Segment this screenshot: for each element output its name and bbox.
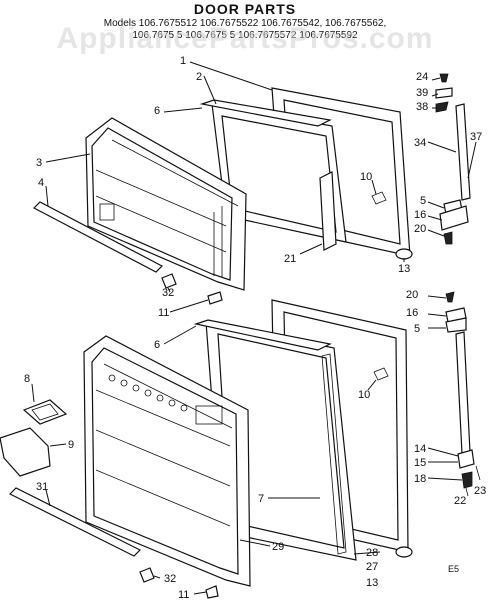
models-line-2: 106.7675 5 106.7675 5 106.7675572 106.76…: [132, 30, 358, 41]
part-6-top-liner-edge: [199, 99, 332, 127]
callout-9: 9: [68, 439, 74, 451]
part-2-breaker-strip: [211, 103, 347, 243]
part-4-shelf-bar: [32, 201, 164, 273]
callout-4: 4: [38, 177, 44, 189]
callout-7: 7: [258, 493, 264, 505]
part-11-upper-screw: [207, 291, 223, 305]
part-8-butter-dish: [22, 399, 68, 425]
callout-21: 21: [284, 253, 296, 265]
lower-hinge-assembly: [445, 291, 481, 497]
part-13-upper-foot: [395, 248, 413, 260]
callout-18: 18: [414, 473, 426, 485]
callout-11-lower: 11: [178, 589, 189, 600]
part-10-lower-bracket: [373, 367, 389, 381]
part-13-lower-foot: [395, 546, 413, 558]
part-11-lower-screw: [205, 585, 219, 599]
diagram-code: E5: [448, 564, 459, 574]
callout-11-upper: 11: [158, 307, 169, 319]
callout-6-lower: 6: [154, 339, 160, 351]
callout-32-upper: 32: [162, 287, 174, 299]
callout-39: 39: [416, 87, 428, 99]
callout-28: 28: [366, 547, 378, 559]
leader-lines: [31, 61, 477, 595]
part-32-upper-stop: [161, 273, 177, 289]
callout-numbers: 1 2 3 4 6 10 13 21 24 39 38 34 37 5 16 2…: [24, 55, 486, 600]
part-32-lower-stop: [139, 567, 155, 583]
callout-20-upper: 20: [414, 223, 426, 235]
callout-38: 38: [416, 101, 428, 113]
callout-20-lower: 20: [406, 289, 418, 301]
callout-5-lower: 5: [414, 323, 420, 335]
callout-16-upper: 16: [414, 209, 426, 221]
callout-31: 31: [36, 481, 48, 493]
callout-15: 15: [414, 457, 426, 469]
callout-13-upper: 13: [398, 263, 410, 275]
callout-37: 37: [470, 131, 482, 143]
models-line-1: Models 106.7675512 106.7675522 106.76755…: [104, 18, 386, 29]
part-21-side-strip: [319, 171, 337, 251]
callout-34: 34: [414, 137, 426, 149]
callout-5-upper: 5: [420, 195, 426, 207]
callout-8: 8: [24, 373, 30, 385]
callout-13-lower: 13: [366, 577, 378, 589]
callout-23: 23: [474, 485, 486, 497]
part-3-freezer-door-liner: [85, 117, 247, 291]
watermark: AppliancePartsPros.com: [56, 22, 433, 55]
callout-27: 27: [366, 561, 378, 573]
callout-29: 29: [272, 541, 284, 553]
callout-24: 24: [416, 71, 428, 83]
callout-22: 22: [454, 495, 466, 507]
callout-10-lower: 10: [358, 389, 370, 401]
callout-16-lower: 16: [406, 307, 418, 319]
callout-3: 3: [36, 157, 42, 169]
callout-1: 1: [180, 55, 186, 67]
part-10-upper-bracket: [371, 191, 387, 205]
callout-10-upper: 10: [360, 171, 372, 183]
callout-14: 14: [414, 443, 426, 455]
diagram-title: DOOR PARTS: [194, 1, 296, 17]
callout-2: 2: [196, 71, 202, 83]
part-29-fresh-food-door-liner: [83, 335, 251, 587]
part-9-shelf-front: [0, 427, 51, 477]
part-6-lower-liner-edge: [193, 319, 332, 351]
callout-32-lower: 32: [164, 573, 176, 585]
upper-hinge-assembly: [435, 73, 471, 245]
callout-6-upper: 6: [154, 105, 160, 117]
part-31-shelf-bar: [8, 487, 142, 557]
